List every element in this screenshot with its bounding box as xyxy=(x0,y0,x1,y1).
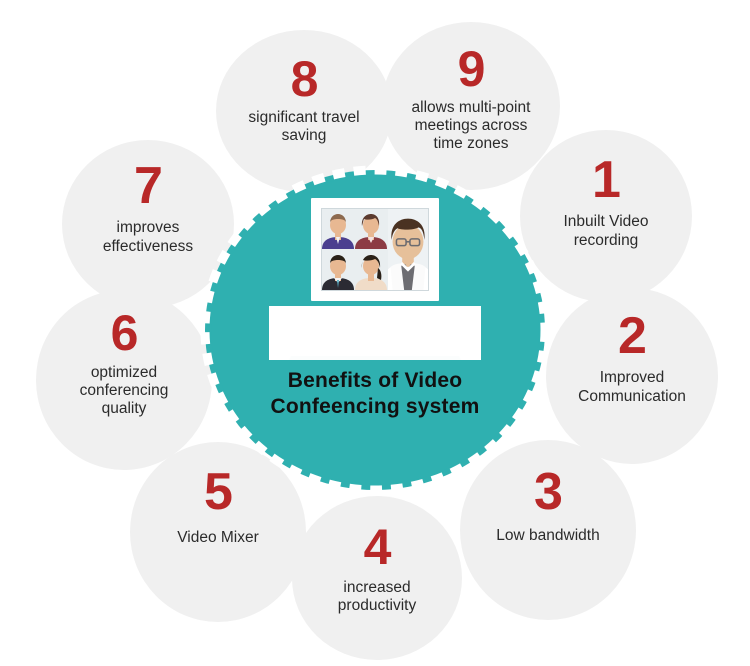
petal-2-improved-communication[interactable]: 2 Improved Communication xyxy=(546,288,718,464)
participant-1-avatar-icon xyxy=(322,209,354,249)
petal-7-label-line-2: effectiveness xyxy=(102,237,194,255)
video-tile-participant-3 xyxy=(322,250,354,290)
center-disc: Benefits of Video Confeencing system xyxy=(195,160,555,500)
petal-3-number: 3 xyxy=(534,463,563,521)
petal-7-number: 7 xyxy=(134,157,163,215)
petal-9-multi-point-meetings[interactable]: 9 allows multi-point meetings across tim… xyxy=(382,22,560,190)
petal-1-label-line-1: Inbuilt Video xyxy=(563,213,649,231)
petal-4-number: 4 xyxy=(363,519,392,575)
petal-8-label: significant travel saving xyxy=(248,109,359,146)
petal-9-label-line-3: time zones xyxy=(433,135,509,153)
petal-5-number: 5 xyxy=(204,463,233,521)
center-title-line-1: Benefits of Video xyxy=(287,369,463,392)
video-tile-participant-2 xyxy=(355,209,387,249)
petal-1-label-line-2: recording xyxy=(573,231,639,249)
petal-7-improves-effectiveness[interactable]: 7 improves effectiveness xyxy=(62,140,234,308)
petal-6-label: optimized conferencing quality xyxy=(80,364,169,419)
petal-3-label-line-1: Low bandwidth xyxy=(496,527,600,545)
petal-1-number: 1 xyxy=(592,151,621,209)
petal-4-increased-productivity[interactable]: 4 increased productivity xyxy=(292,496,462,660)
petal-2-label: Improved Communication xyxy=(578,369,686,406)
petal-2-label-line-2: Communication xyxy=(578,387,686,405)
petal-3-low-bandwidth[interactable]: 3 Low bandwidth xyxy=(460,440,636,620)
petal-8-significant-travel-saving[interactable]: 8 significant travel saving xyxy=(216,30,392,192)
petal-7-label: improves effectiveness xyxy=(103,219,193,256)
participant-4-avatar-icon xyxy=(355,250,387,290)
petal-2-number: 2 xyxy=(618,307,647,365)
petal-9-label-line-1: allows multi-point xyxy=(411,98,531,116)
petal-8-label-line-2: saving xyxy=(281,126,327,144)
petal-8-number: 8 xyxy=(290,51,319,107)
petal-5-label: Video Mixer xyxy=(177,529,259,547)
petal-6-label-line-3: quality xyxy=(101,400,147,418)
participant-2-avatar-icon xyxy=(355,209,387,249)
petal-1-label: Inbuilt Video recording xyxy=(563,213,648,250)
petal-5-video-mixer[interactable]: 5 Video Mixer xyxy=(130,442,306,622)
participant-3-avatar-icon xyxy=(322,250,354,290)
center-title-line-2: Confeencing system xyxy=(270,395,480,419)
petal-1-inbuilt-video-recording[interactable]: 1 Inbuilt Video recording xyxy=(520,130,692,302)
video-grid xyxy=(321,208,429,291)
petal-4-label-line-2: productivity xyxy=(337,596,417,614)
petal-9-label: allows multi-point meetings across time … xyxy=(412,99,531,154)
petal-8-label-line-1: significant travel xyxy=(248,108,360,126)
video-tile-speaker xyxy=(388,209,428,290)
center-content: Benefits of Video Confeencing system xyxy=(195,160,555,500)
petal-5-label-line-1: Video Mixer xyxy=(177,529,259,547)
center-title: Benefits of Video Confeencing system xyxy=(195,368,555,421)
petal-4-label-line-1: increased xyxy=(343,578,411,596)
petal-9-label-line-2: meetings across xyxy=(414,116,528,134)
petal-6-optimized-conferencing-quality[interactable]: 6 optimized conferencing quality xyxy=(36,290,212,470)
video-tile-participant-4 xyxy=(355,250,387,290)
petal-6-label-line-2: conferencing xyxy=(79,381,169,399)
petal-6-number: 6 xyxy=(110,305,139,361)
petal-3-label: Low bandwidth xyxy=(496,527,599,545)
laptop-base xyxy=(269,306,481,360)
petal-6-label-line-1: optimized xyxy=(90,363,158,381)
video-tile-participant-1 xyxy=(322,209,354,249)
petal-9-number: 9 xyxy=(457,41,486,97)
laptop-screen-bezel xyxy=(311,198,439,301)
video-conference-laptop-icon xyxy=(269,198,481,360)
petal-4-label: increased productivity xyxy=(338,579,416,616)
petal-7-label-line-1: improves xyxy=(116,219,180,237)
speaker-avatar-icon xyxy=(388,209,428,290)
petal-2-label-line-1: Improved xyxy=(599,369,665,387)
